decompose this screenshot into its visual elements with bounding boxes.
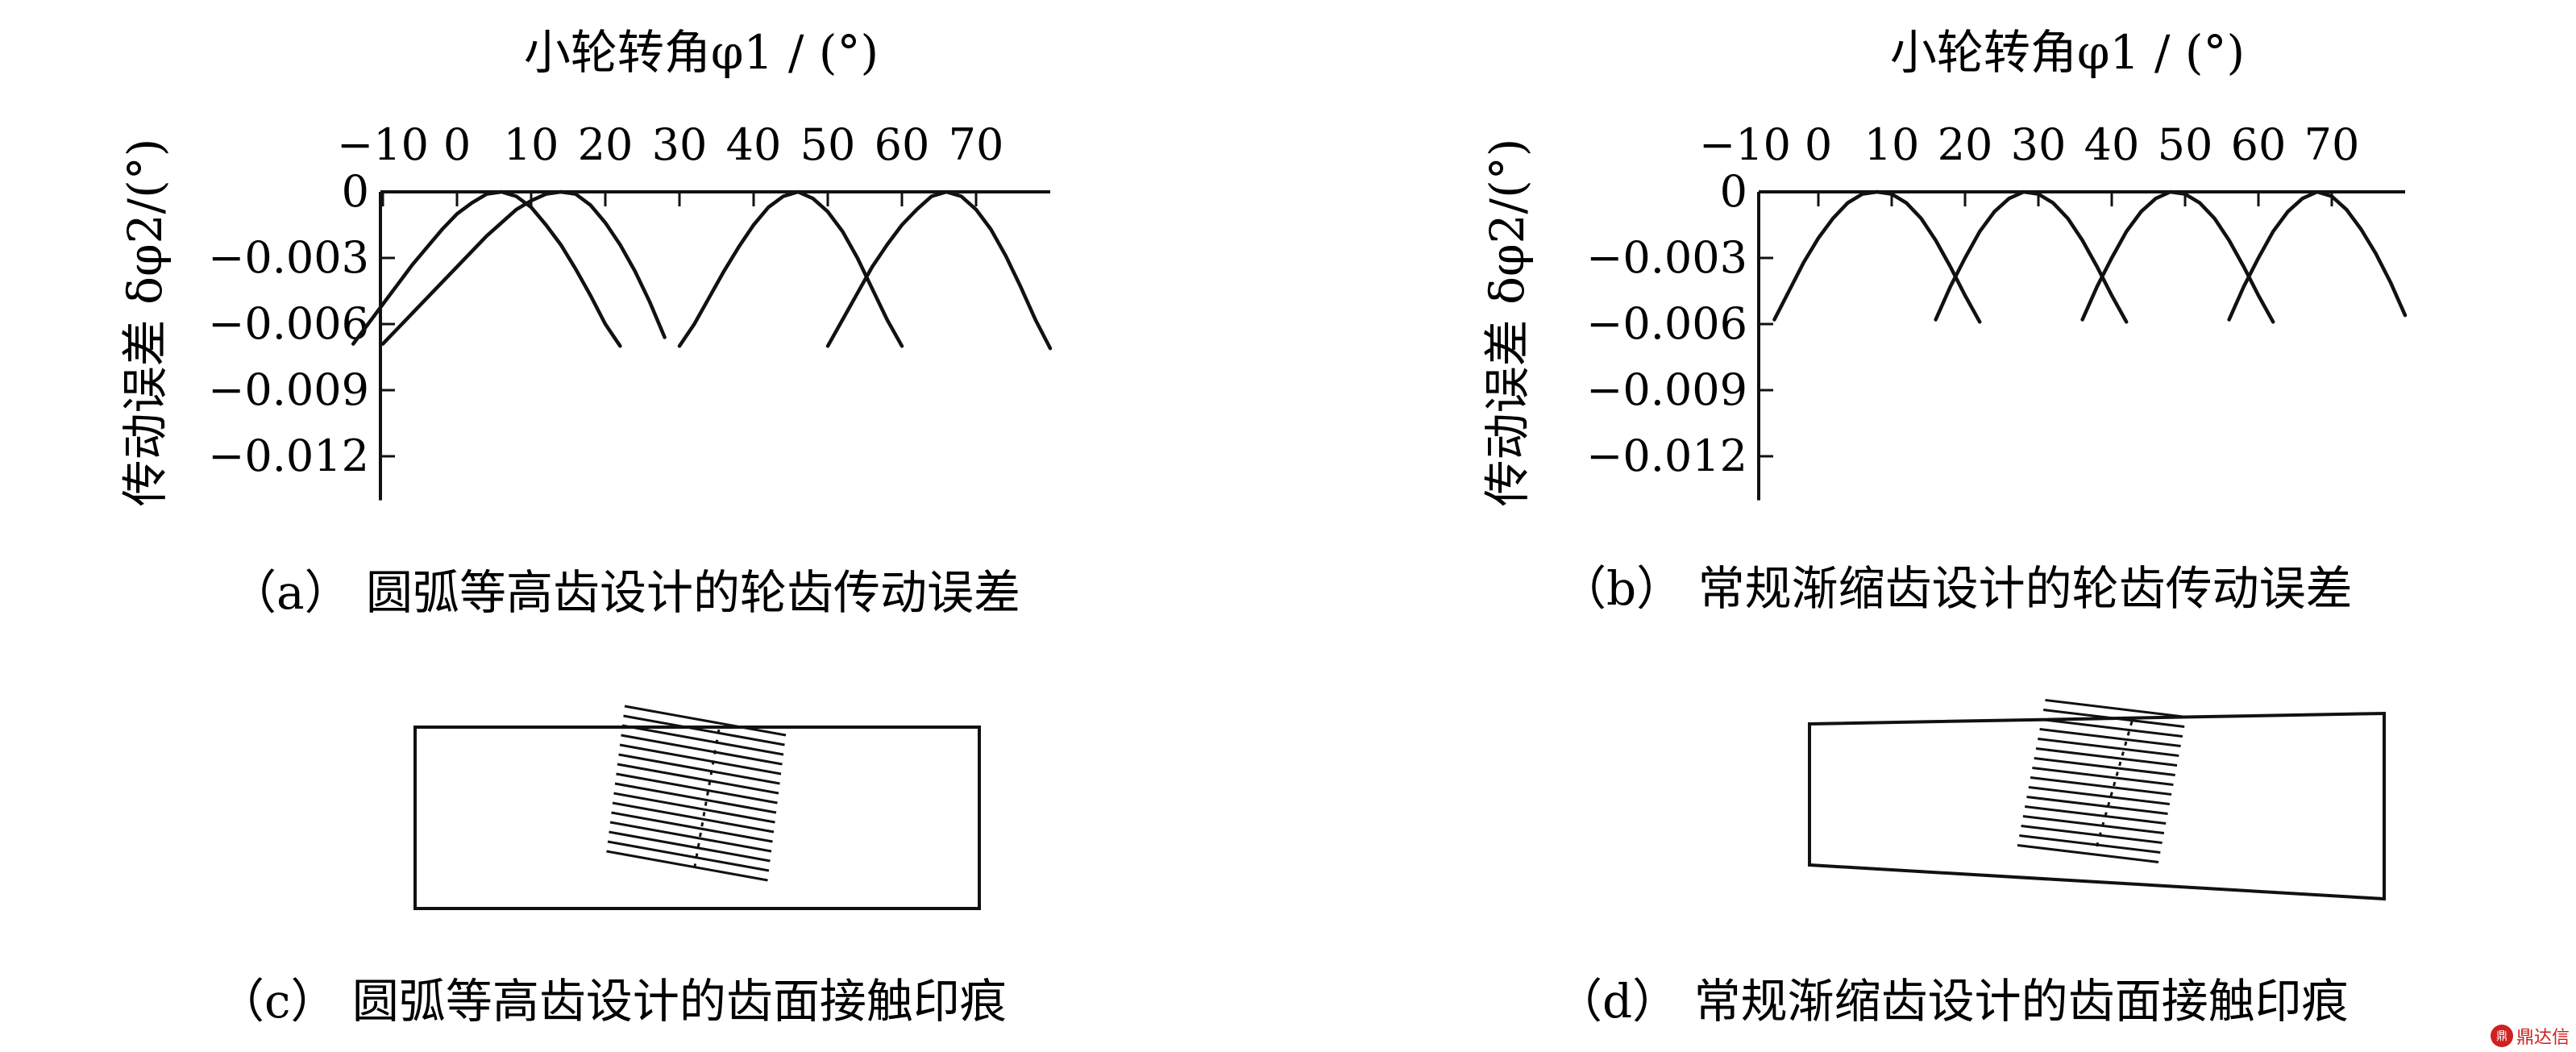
chart-a-y-tick-label: −0.009 <box>208 364 369 415</box>
watermark-text: 鼎达信 <box>2516 1028 2570 1048</box>
chart-a-x-tick-label: 60 <box>875 119 930 170</box>
chart-a-x-tick-label: 30 <box>652 119 708 170</box>
chart-a-x-tick-label: 50 <box>800 119 856 170</box>
chart-a-ylabel: 传动误差 δφ2/(°) <box>118 139 172 507</box>
chart-a-series-4 <box>825 189 1053 351</box>
chart-a-x-tick-label: 20 <box>578 119 634 170</box>
chart-a-x-tick-label: 0 <box>443 119 471 170</box>
chart-a-x-tick-label: 10 <box>504 119 559 170</box>
chart-a-y-tick-label: −0.003 <box>208 232 369 283</box>
chart-a-y-tick-label: −0.006 <box>208 298 369 349</box>
chart-a-y-tick-label: 0 <box>342 166 369 217</box>
chart-a-series-3 <box>677 189 904 348</box>
chart-a-x-tick-label: 40 <box>726 119 782 170</box>
chart-a-x-tick-label: −10 <box>337 119 429 170</box>
chart-a-y-tick-label: −0.012 <box>208 430 369 481</box>
chart-a-series-2 <box>351 189 622 348</box>
watermark: 鼎 鼎达信 <box>2490 1023 2570 1049</box>
chart-a-xlabel: 小轮转角φ1 / (°) <box>524 25 879 80</box>
chart-a-x-tick-label: 70 <box>949 119 1004 170</box>
chart-a-series-1 <box>380 189 667 346</box>
watermark-logo-icon: 鼎 <box>2490 1025 2513 1047</box>
